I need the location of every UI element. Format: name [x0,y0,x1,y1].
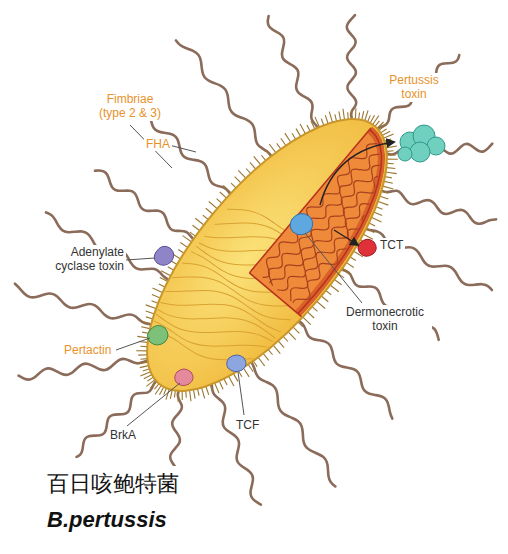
flagellum [366,229,492,290]
cell-body [107,83,427,428]
flagellum [77,381,157,457]
part-label: TCF [234,418,261,432]
dna-strand [255,133,382,280]
flagellum [95,171,193,240]
dna-strand [268,144,395,291]
part-label: BrkA [108,428,138,442]
part-label: FHA [144,137,172,151]
flagellum [15,284,151,325]
part-label: TCT [378,238,405,252]
caption: 百日咳鲍特菌 B.pertussis [44,466,200,539]
flagellum [251,362,335,486]
leader-lines [116,125,362,426]
cell-texture [145,264,273,384]
arrows [320,142,394,245]
dna-strand [282,156,409,303]
flagella [15,15,496,506]
part-label: Fimbriae (type 2 & 3) [93,92,167,121]
flagellum [382,191,497,224]
dna-strand [289,162,416,309]
part-label: Adenylate cyclase toxin [40,245,126,274]
part-label: Dermonecrotic toxin [338,305,432,334]
surface-proteins [148,125,446,386]
part-label: Pertussis toxin [380,73,448,102]
flagellum [212,384,261,504]
flagellum [268,16,318,128]
dna-strand [275,150,402,297]
cutaway [249,120,424,325]
flagellum [377,55,459,129]
flagellum [347,15,356,119]
part-label: Pertactin [62,343,113,357]
flagellum [299,321,392,419]
flagellum [176,40,272,156]
flagellum [19,359,148,380]
